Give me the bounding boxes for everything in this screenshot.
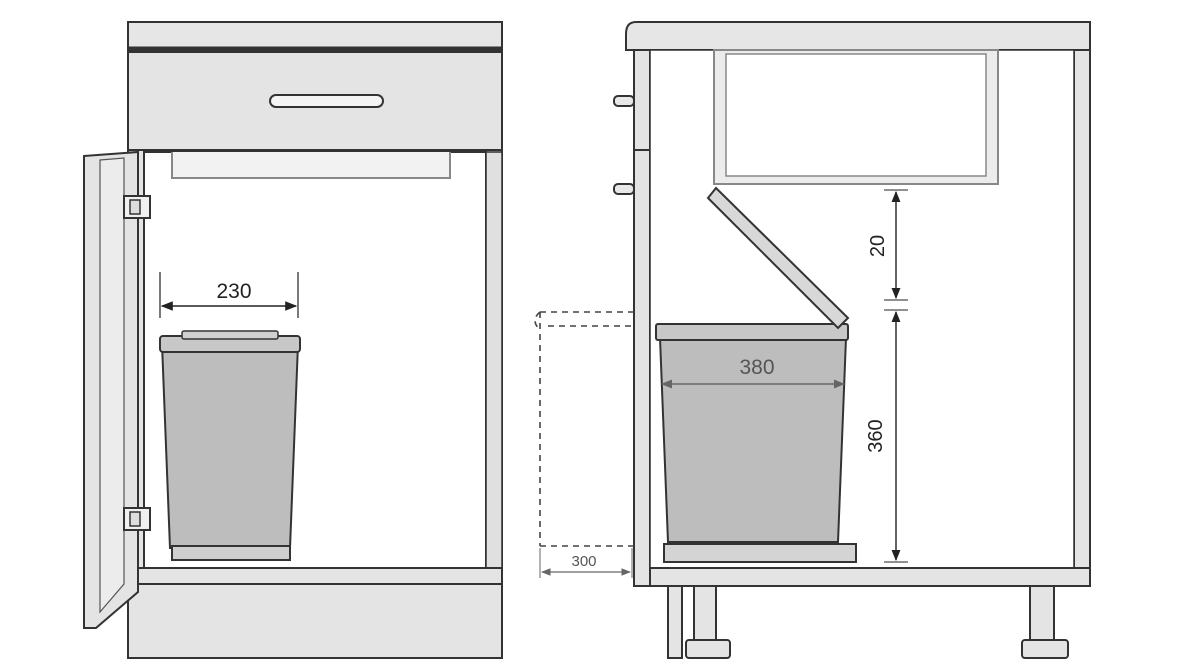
- side-leg-front: [667, 585, 731, 659]
- dimension-door-offset: 300: [539, 548, 633, 578]
- side-back-panel: [1073, 49, 1091, 583]
- dimension-bin-depth: 380: [660, 356, 846, 389]
- door-offset-label: 300: [571, 553, 596, 570]
- side-countertop: [625, 21, 1091, 51]
- sink-underside: [171, 152, 451, 179]
- bin-height-label: 360: [865, 419, 887, 452]
- side-sink: [713, 49, 999, 185]
- side-front-door: [633, 49, 651, 587]
- side-bin-base: [663, 543, 857, 563]
- front-view: 230: [83, 21, 503, 659]
- side-knob-door: [613, 183, 635, 195]
- side-view: 300 380 20 360: [534, 21, 1091, 659]
- side-knob-drawer: [613, 95, 635, 107]
- side-door-open-outline: [534, 311, 634, 547]
- side-bin-lid: [706, 186, 850, 330]
- lid-clearance-label: 20: [867, 235, 889, 257]
- front-countertop: [127, 21, 503, 51]
- dimension-bin-width: 230: [159, 272, 299, 318]
- bin-width-label: 230: [216, 280, 251, 303]
- front-waste-bin: [159, 330, 301, 561]
- door-hinge-top: [123, 195, 151, 219]
- dimension-bin-height: 360: [865, 309, 908, 563]
- side-bottom-shelf: [649, 567, 1091, 587]
- dimension-lid-clearance: 20: [867, 189, 908, 301]
- door-hinge-bottom: [123, 507, 151, 531]
- side-leg-back: [1021, 585, 1069, 659]
- side-waste-bin: [655, 323, 849, 543]
- drawer-handle: [269, 94, 384, 108]
- bin-depth-label: 380: [739, 356, 774, 379]
